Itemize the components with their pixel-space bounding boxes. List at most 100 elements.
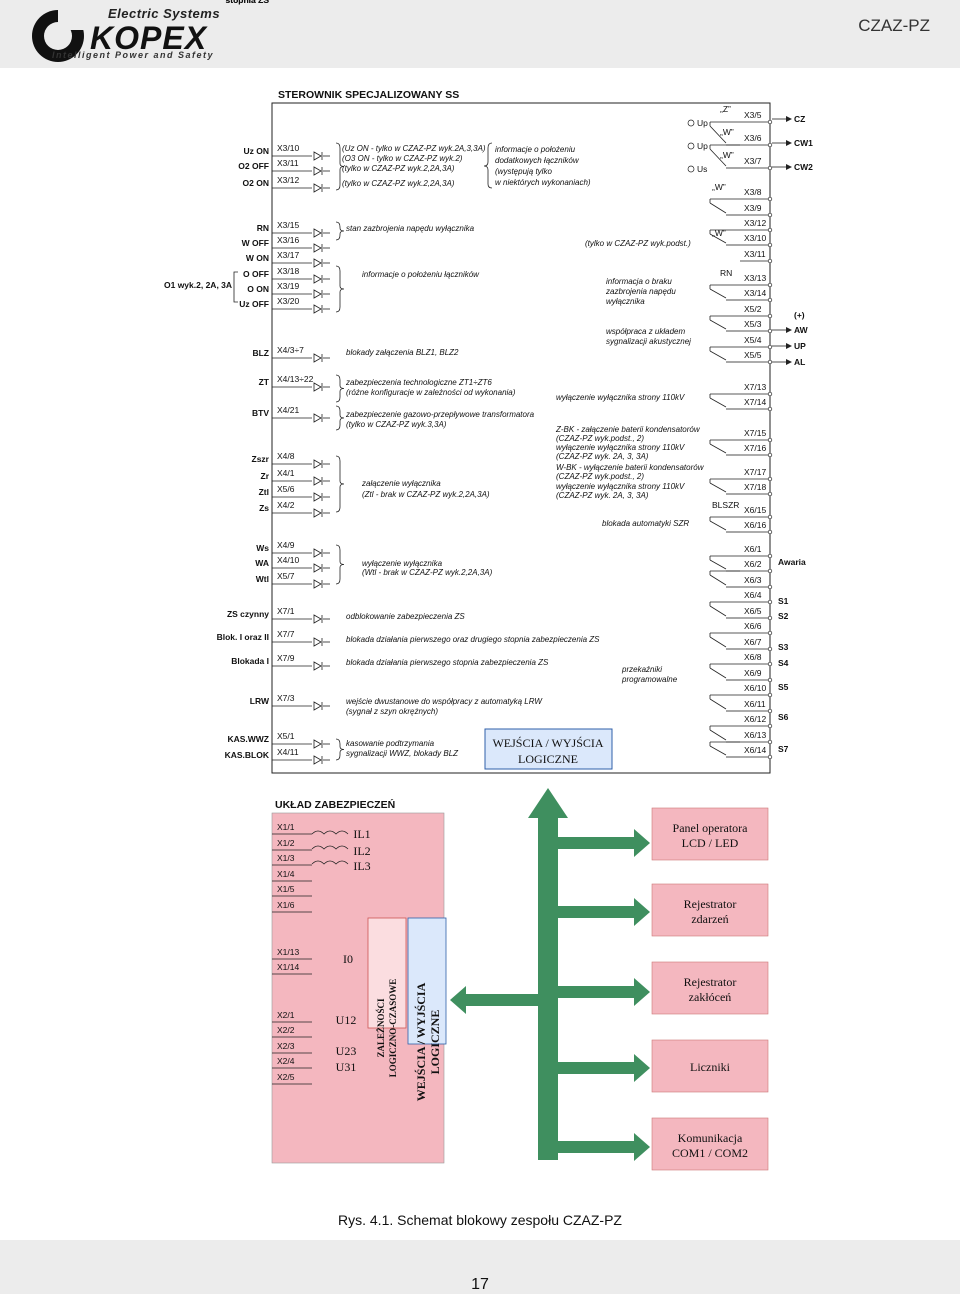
output-terminal: X6/10: [744, 683, 766, 693]
output-note: informacja o braku: [606, 277, 672, 286]
optocoupler-icon: [313, 228, 322, 238]
supply-label: Us: [697, 164, 707, 174]
output-note: przekaźniki: [621, 665, 662, 674]
terminal-dot: [767, 344, 773, 350]
module-box: [651, 807, 769, 861]
input-terminal: X7/9: [277, 653, 295, 663]
output-terminal: X6/5: [744, 606, 762, 616]
module-box: [651, 1117, 769, 1171]
input-label: LRW: [250, 696, 270, 706]
input-label: Blok. I oraz II: [217, 632, 269, 642]
protection-terminal: X1/6: [277, 900, 295, 910]
output-terminal: X6/2: [744, 559, 762, 569]
output-terminal: X3/13: [744, 273, 766, 283]
module-label: Rejestrator: [684, 975, 737, 989]
module-label: Komunikacja: [678, 1131, 743, 1145]
input-terminal: X5/7: [277, 571, 295, 581]
optocoupler-icon: [313, 637, 322, 647]
output-label: S2: [778, 611, 789, 621]
output-note: (CZAZ-PZ wyk.podst., 2): [556, 472, 644, 481]
output-terminal: X7/13: [744, 382, 766, 392]
protection-title: UKŁAD ZABEZPIECZEŃ: [275, 798, 395, 811]
bus-arrow-branch: [558, 1133, 650, 1161]
input-label: RN: [257, 223, 269, 233]
optocoupler-icon: [313, 243, 322, 253]
document-code: CZAZ-PZ: [858, 16, 930, 35]
output-note: Z-BK - załączenie baterii kondensatorów: [555, 425, 701, 434]
output-label: S5: [778, 682, 789, 692]
logo-wordmark: KOPEX: [90, 20, 208, 56]
contact-label: „Z”: [720, 104, 731, 114]
output-note: (CZAZ-PZ wyk. 2A, 3, 3A): [556, 452, 649, 461]
protection-terminal: X2/5: [277, 1072, 295, 1082]
input-description: sygnalizacji WWZ, blokady BLZ: [346, 749, 459, 758]
input-label: O2 ON: [243, 178, 269, 188]
output-terminal: X6/4: [744, 590, 762, 600]
input-description: blokada działania pierwszego oraz drugie…: [346, 635, 600, 644]
optocoupler-icon: [313, 413, 322, 423]
supply-icon: [687, 119, 695, 127]
input-description: (Uz ON - tylko w CZAZ-PZ wyk.2A,3,3A): [342, 144, 486, 153]
input-description: (tylko w CZAZ-PZ wyk.2,2A,3A): [342, 179, 455, 188]
contact-label: BLSZR: [712, 500, 739, 510]
optocoupler-icon: [313, 183, 322, 193]
input-label: O OFF: [243, 269, 269, 279]
arrow-icon: [786, 359, 792, 365]
protection-terminal: X1/14: [277, 962, 299, 972]
output-label: S3: [778, 642, 789, 652]
input-terminal: X4/8: [277, 451, 295, 461]
input-terminal: X3/12: [277, 175, 299, 185]
input-terminal: X3/18: [277, 266, 299, 276]
input-terminal: X4/10: [277, 555, 299, 565]
brace: [335, 738, 345, 761]
output-terminal: X6/12: [744, 714, 766, 724]
input-description: wyłączenie wyłącznika: [362, 559, 443, 568]
output-terminal: X3/8: [744, 187, 762, 197]
terminal-dot: [767, 739, 773, 745]
input-terminal: X3/20: [277, 296, 299, 306]
input-terminal: X7/3: [277, 693, 295, 703]
optocoupler-icon: [313, 739, 322, 749]
relay-contact-icon: [709, 148, 727, 167]
input-terminal: X4/3÷7: [277, 345, 304, 355]
optocoupler-icon: [313, 701, 322, 711]
terminal-dot: [767, 242, 773, 248]
optocoupler-icon: [313, 755, 322, 765]
contact-label: „W”: [712, 182, 726, 192]
terminal-dot: [767, 708, 773, 714]
relay-contact-icon: [709, 397, 727, 408]
relay-contact-icon: [709, 520, 727, 531]
protection-terminal: X2/2: [277, 1025, 295, 1035]
module-label: LCD / LED: [682, 836, 739, 850]
brace: [335, 142, 345, 191]
output-label: (+): [794, 310, 805, 320]
input-terminal: X3/16: [277, 235, 299, 245]
input-label: Zr: [261, 471, 270, 481]
brace: [335, 405, 345, 431]
output-terminal: X6/8: [744, 652, 762, 662]
input-label: KAS.BLOK: [225, 750, 270, 760]
protection-terminal: X2/1: [277, 1010, 295, 1020]
io-logic-line: WEJŚCIA / WYJŚCIA: [414, 982, 428, 1101]
relay-contact-icon: [709, 729, 727, 741]
input-description: odblokowanie zabezpieczenia ZS: [346, 612, 465, 621]
input-terminal: X4/21: [277, 405, 299, 415]
module-label: Panel operatora: [673, 821, 749, 835]
output-note: wyłączenie wyłącznika strony 110kV: [556, 443, 685, 452]
input-label: KAS.WWZ: [227, 734, 269, 744]
input-terminal: X3/11: [277, 158, 299, 168]
terminal-dot: [767, 297, 773, 303]
bus-arrow-branch: [558, 978, 650, 1006]
terminal-dot: [767, 646, 773, 652]
terminal-dot: [767, 553, 773, 559]
note-top-line: (występują tylko: [495, 167, 552, 176]
ct-coil-icon: [311, 830, 349, 835]
output-label: Awaria: [778, 557, 806, 567]
output-label: UP: [794, 341, 806, 351]
relay-contact-icon: [709, 698, 727, 710]
terminal-dot: [767, 723, 773, 729]
terminal-dot: [767, 196, 773, 202]
terminal-dot: [767, 142, 773, 148]
